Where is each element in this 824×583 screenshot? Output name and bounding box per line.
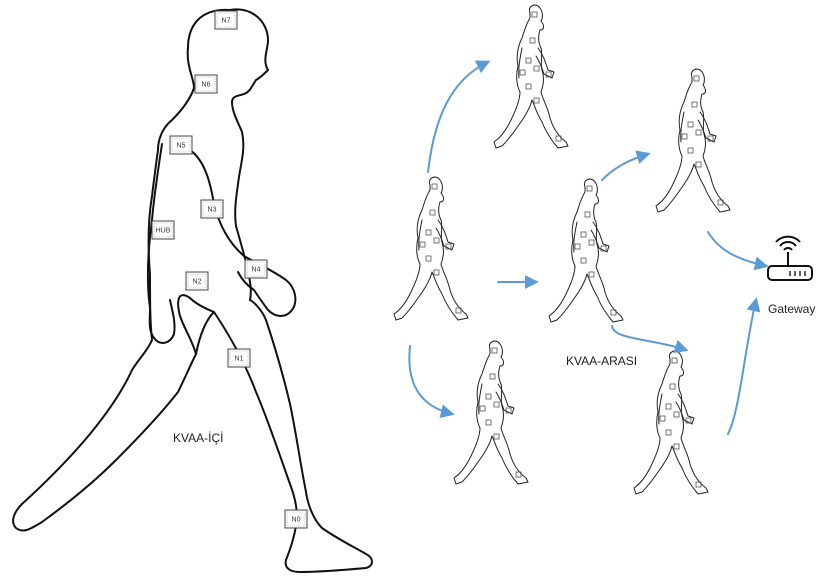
node-label-n2: N2: [193, 279, 202, 286]
arrow-center-to-bottom-right: [612, 326, 686, 350]
human-body-outline: [13, 9, 372, 572]
arrow-left-to-bottom: [409, 346, 452, 414]
wifi-router-icon: [768, 237, 812, 280]
node-label-n3: N3: [208, 207, 217, 214]
gateway-label: Gateway: [768, 302, 824, 316]
walker-figure-top: [494, 5, 568, 148]
walker-figure-bottom-right: [634, 351, 708, 494]
node-label-hub: HUB: [156, 228, 171, 235]
arrow-right-top-to-gateway: [708, 232, 766, 266]
node-label-n1: N1: [235, 356, 244, 363]
node-label-n7: N7: [222, 18, 231, 25]
arrow-left-to-top: [428, 62, 488, 172]
arrow-center-to-right-top: [602, 154, 648, 180]
node-label-n6: N6: [202, 82, 211, 89]
walker-figure-right-top: [656, 69, 730, 212]
walker-figure-left: [394, 177, 468, 320]
intra-wban-label: KVAA-İÇİ: [173, 431, 223, 445]
arrow-bottom-right-to-gateway: [728, 300, 756, 434]
inter-wban-label: KVAA-ARASI: [566, 354, 637, 368]
node-label-n0: N0: [292, 517, 301, 524]
network-arrows: [409, 62, 766, 434]
node-label-n5: N5: [177, 143, 186, 150]
walker-figure-center: [549, 179, 623, 322]
walker-figure-bottom-left: [454, 341, 528, 484]
node-label-n4: N4: [252, 267, 261, 274]
node-chips: N7 N6 N5 HUB N3 N2 N4 N1 N0: [152, 11, 307, 528]
